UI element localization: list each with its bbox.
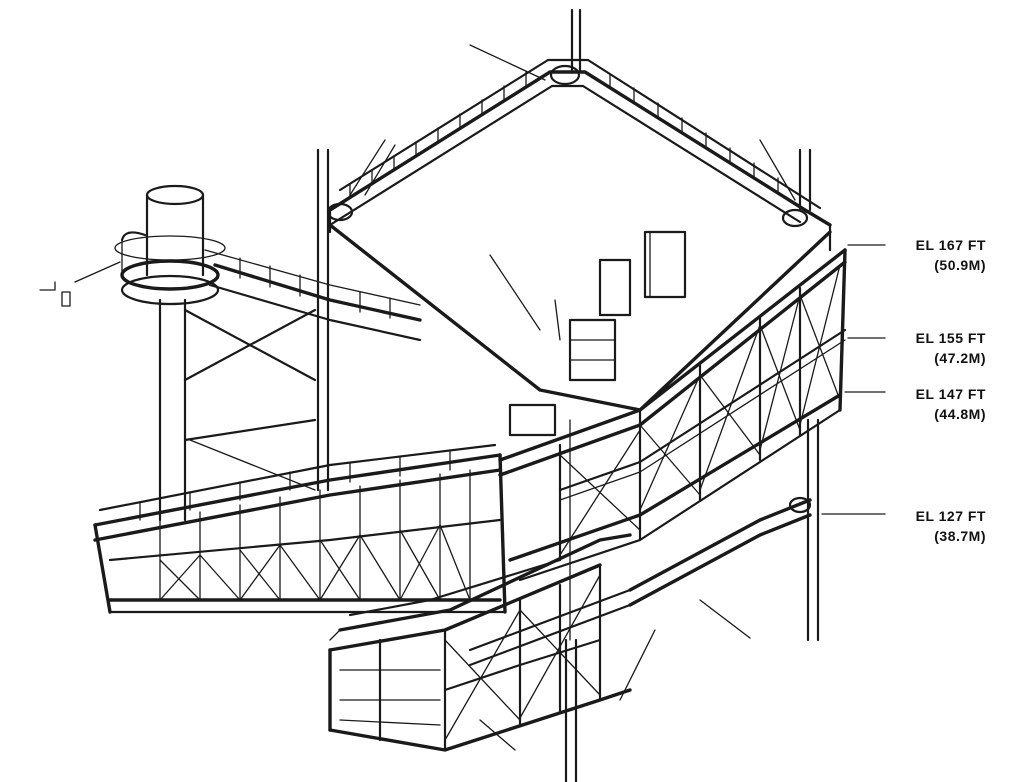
elevation-meters: (50.9M) — [934, 257, 986, 273]
leader-lines — [821, 244, 886, 515]
left-truss-arm — [93, 443, 507, 614]
elevation-feet: EL 155 FT — [915, 330, 986, 346]
elevation-meters: (47.2M) — [934, 350, 986, 366]
tower-columns — [158, 8, 820, 782]
elevation-feet: EL 127 FT — [915, 508, 986, 524]
elevator-cylinder — [114, 184, 226, 306]
elevation-feet: EL 147 FT — [915, 386, 986, 402]
elevation-label-155: EL 155 FT (47.2M) — [890, 328, 986, 368]
elevation-label-167: EL 167 FT (50.9M) — [890, 235, 986, 275]
elevation-label-147: EL 147 FT (44.8M) — [890, 384, 986, 424]
elevation-feet: EL 167 FT — [915, 237, 986, 253]
cylinder-walkway — [183, 249, 422, 491]
small-symbol — [39, 261, 121, 307]
roof-equipment — [489, 230, 687, 437]
elevation-meters: (44.8M) — [934, 406, 986, 422]
main-truss — [498, 248, 847, 582]
elevation-label-127: EL 127 FT (38.7M) — [890, 506, 986, 546]
lower-platform — [328, 533, 632, 752]
bottom-beams — [468, 496, 812, 751]
elevation-meters: (38.7M) — [934, 528, 986, 544]
roof-deck — [326, 44, 832, 412]
